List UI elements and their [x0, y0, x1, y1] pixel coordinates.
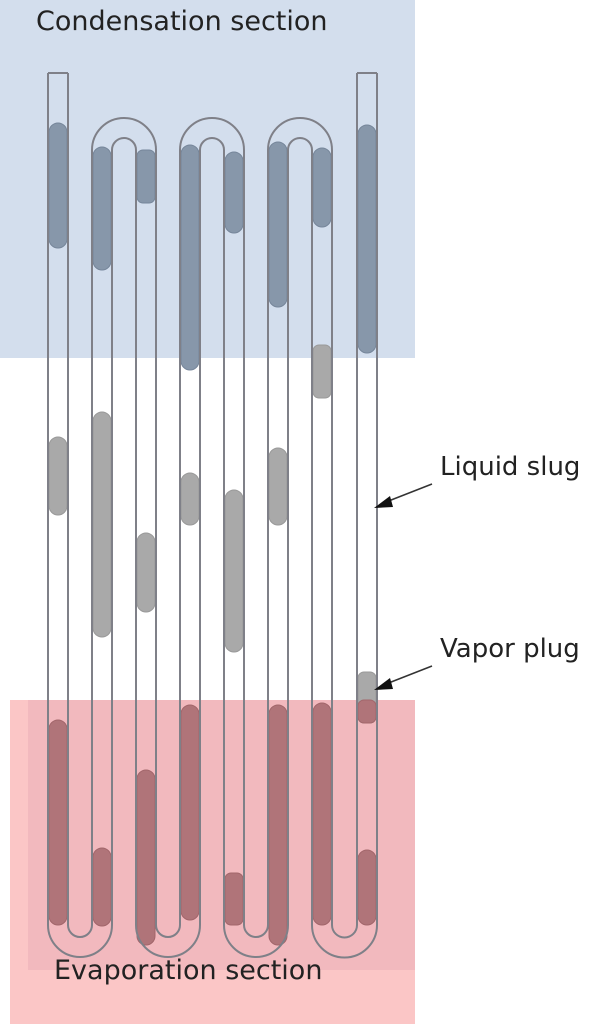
vapor-plug-arrow [385, 665, 433, 685]
vapor-plug-label: Vapor plug [440, 634, 580, 664]
condensation-zone [0, 0, 415, 358]
condensation-section-label: Condensation section [36, 6, 328, 37]
annotation-arrows [374, 483, 433, 690]
liquid-slug-arrow [385, 483, 433, 503]
liquid-slug-label: Liquid slug [440, 452, 581, 482]
serpentine-tube [47, 72, 378, 959]
vapor-plug-arrowhead-icon [374, 678, 393, 690]
liquid-slug-arrowhead-icon [374, 496, 393, 508]
evaporation-section-label: Evaporation section [54, 955, 323, 986]
